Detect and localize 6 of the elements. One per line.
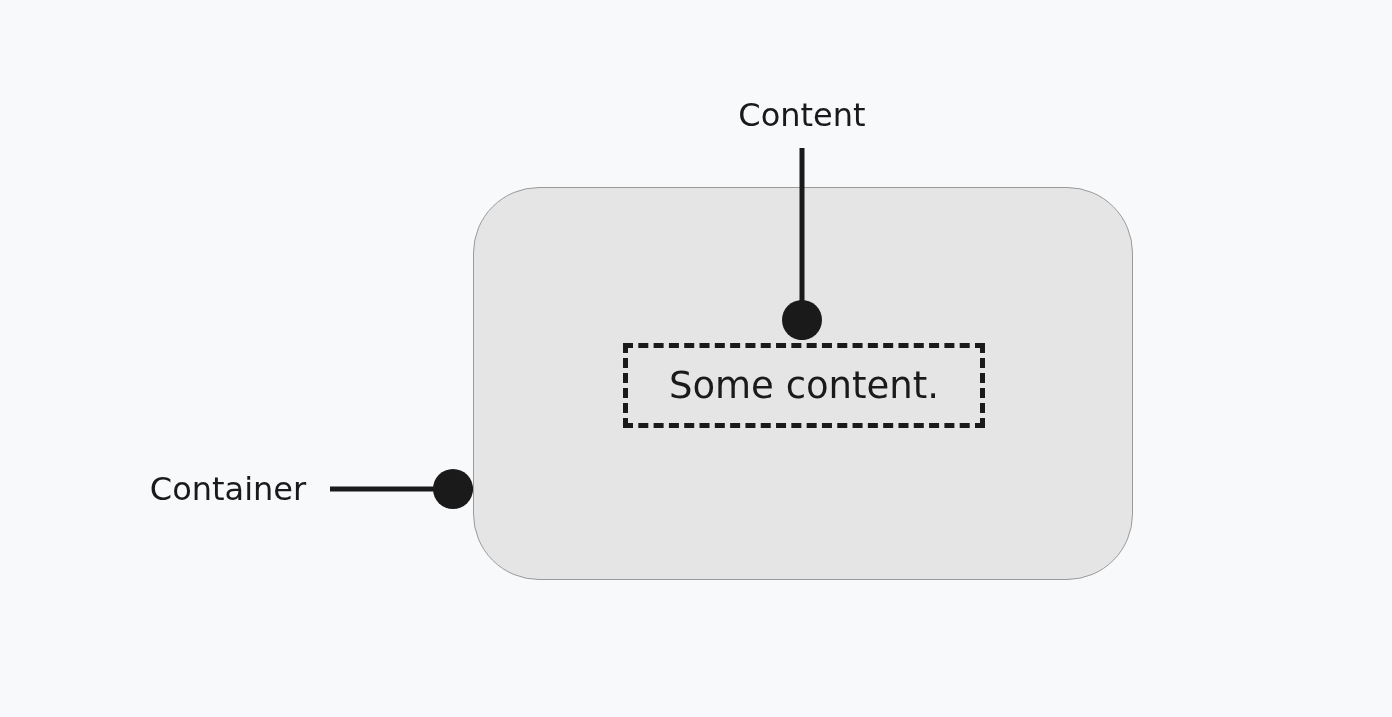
- container-box: [473, 187, 1133, 580]
- leader-line: [782, 148, 822, 340]
- callout-label: Content: [712, 92, 892, 138]
- content-box: Some content.: [623, 343, 985, 428]
- leader-line: [330, 469, 473, 509]
- callout-label: Container: [130, 466, 326, 512]
